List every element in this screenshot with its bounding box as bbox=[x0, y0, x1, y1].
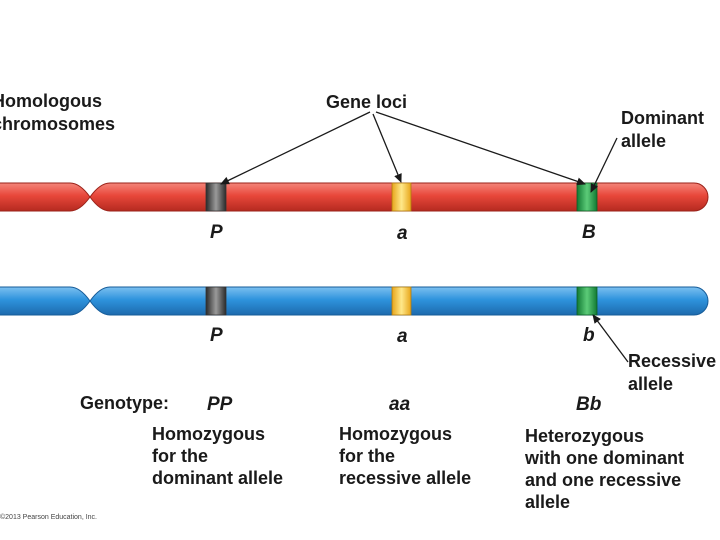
pointer-arrows bbox=[220, 111, 629, 363]
description-line: Homozygous bbox=[339, 424, 453, 444]
dominant-line-2: allele bbox=[621, 131, 667, 151]
description-line: with one dominant bbox=[525, 448, 684, 468]
arrow-gene-loci-to-P bbox=[220, 111, 371, 185]
arrow-recessive-allele bbox=[592, 314, 629, 363]
description-line: for the bbox=[339, 446, 395, 466]
gene-loci-label: Gene loci bbox=[326, 92, 408, 112]
homologous-line-2: chromosomes bbox=[0, 114, 116, 134]
description-line: Heterozygous bbox=[525, 426, 645, 446]
recessive-line-2: allele bbox=[628, 374, 674, 394]
recessive-allele-label: Recessive allele bbox=[628, 350, 716, 396]
description-line: Homozygous bbox=[152, 424, 266, 444]
genotype-code-aa: aa bbox=[389, 394, 411, 415]
bottom-chromosome bbox=[0, 286, 709, 316]
allele-label-top-a: a bbox=[397, 223, 408, 244]
description-line: dominant allele bbox=[152, 468, 284, 488]
description-line: recessive allele bbox=[339, 468, 472, 488]
locus-band-P-top bbox=[205, 182, 227, 212]
genotype-description-PP: Homozygous for the dominant allele bbox=[152, 423, 283, 489]
homologous-line-1: Homologous bbox=[0, 91, 102, 111]
copyright-notice: ©2013 Pearson Education, Inc. bbox=[0, 514, 97, 521]
genotype-description-Bb: Heterozygous with one dominant and one r… bbox=[525, 425, 684, 513]
locus-band-a-bottom bbox=[391, 286, 412, 316]
top-chromosome bbox=[0, 182, 709, 212]
arrow-gene-loci-to-a bbox=[372, 113, 402, 183]
allele-label-bottom-a: a bbox=[397, 326, 408, 347]
locus-band-b-bottom bbox=[576, 286, 598, 316]
allele-label-top-P: P bbox=[210, 222, 223, 243]
description-line: and one recessive bbox=[525, 470, 682, 490]
recessive-line-1: Recessive bbox=[628, 351, 717, 371]
locus-band-P-bottom bbox=[205, 286, 227, 316]
genotype-label: Genotype: bbox=[80, 393, 170, 413]
genotype-code-Bb: Bb bbox=[576, 394, 602, 415]
genotype-code-PP: PP bbox=[207, 394, 233, 415]
allele-label-top-B: B bbox=[582, 222, 596, 243]
arrow-dominant-allele bbox=[590, 137, 618, 193]
locus-band-a-top bbox=[391, 182, 412, 212]
dominant-allele-label: Dominant allele bbox=[621, 107, 704, 153]
description-line: allele bbox=[525, 492, 571, 512]
allele-label-bottom-P: P bbox=[210, 325, 223, 346]
arrow-gene-loci-to-B bbox=[375, 111, 586, 186]
description-line: for the bbox=[152, 446, 208, 466]
homologous-chromosomes-label: Homologous chromosomes bbox=[0, 90, 115, 136]
allele-label-bottom-b: b bbox=[583, 325, 595, 346]
dominant-line-1: Dominant bbox=[621, 108, 704, 128]
genotype-description-aa: Homozygous for the recessive allele bbox=[339, 423, 471, 489]
